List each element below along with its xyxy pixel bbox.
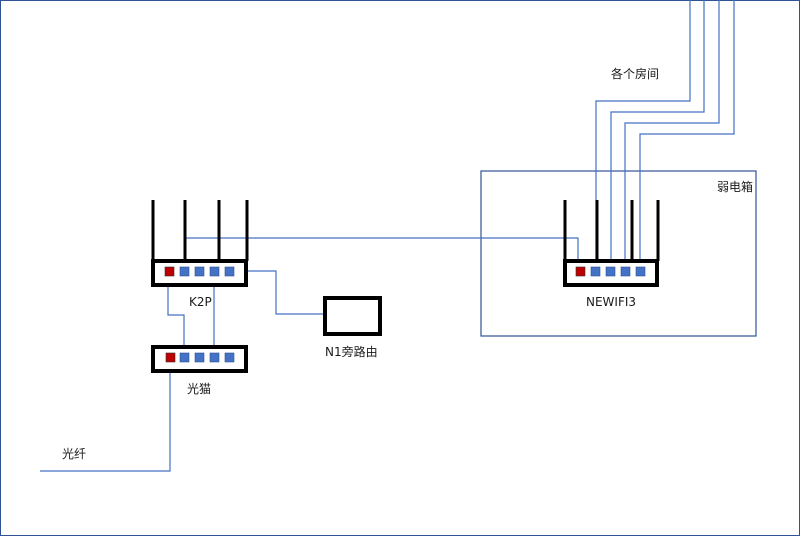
modem-lan-port — [194, 352, 205, 363]
newifi3-label: NEWIFI3 — [586, 295, 636, 309]
newifi3-lan-port — [635, 266, 646, 277]
k2p-wan-modem-wire — [167, 275, 185, 353]
newifi3-lan-port — [620, 266, 631, 277]
k2p-label: K2P — [189, 295, 212, 309]
newifi3-lan-port — [605, 266, 616, 277]
weak-box-frame — [480, 170, 757, 337]
modem-lan-port — [209, 352, 220, 363]
room-wire-4 — [639, 0, 735, 268]
fiber-label: 光纤 — [62, 447, 86, 461]
modem-lan-port — [224, 352, 235, 363]
k2p-antennas — [151, 200, 249, 261]
k2p-n1-wire — [230, 270, 324, 315]
k2p-lan-port — [209, 266, 220, 277]
k2p-lan-port — [194, 266, 205, 277]
k2p-router — [151, 200, 249, 287]
newifi3-lan-port — [590, 266, 601, 277]
room-wire-1 — [595, 0, 691, 268]
k2p-wan-port — [164, 266, 175, 277]
modem-lan-port — [179, 352, 190, 363]
modem-pon-port — [165, 352, 176, 363]
modem-label: 光猫 — [187, 382, 211, 396]
room-wire-3 — [624, 0, 720, 268]
k2p-lan-port — [224, 266, 235, 277]
room-wire-2 — [610, 0, 705, 268]
newifi3-router — [563, 200, 660, 287]
weak-box-label: 弱电箱 — [717, 179, 753, 194]
rooms-label: 各个房间 — [611, 66, 659, 81]
newifi3-wan-port — [575, 266, 586, 277]
modem-device — [151, 345, 248, 373]
n1-label: N1旁路由 — [325, 344, 378, 359]
newifi3-antennas — [563, 200, 660, 261]
k2p-lan-port — [179, 266, 190, 277]
n1-device — [323, 296, 382, 336]
fiber-wire — [40, 360, 171, 472]
